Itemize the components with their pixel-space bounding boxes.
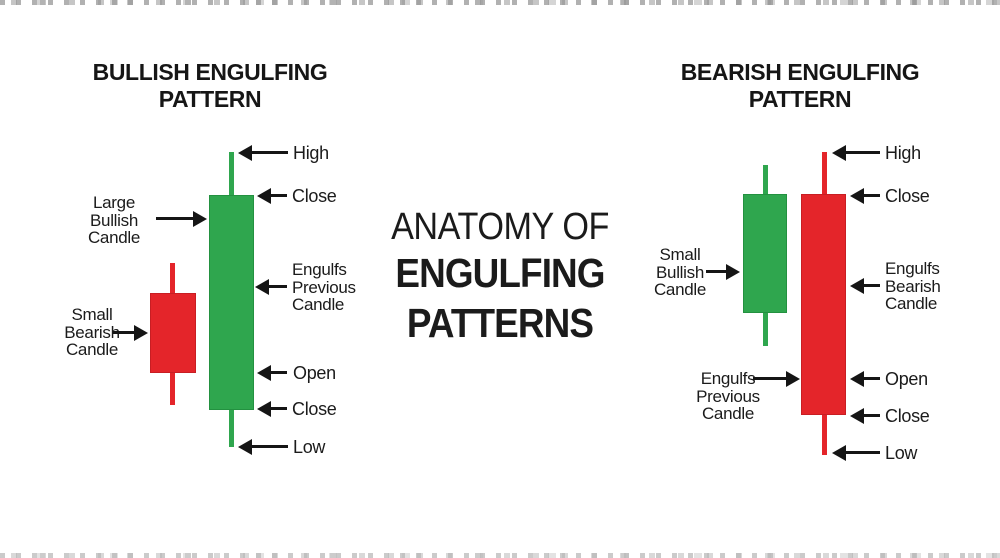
label-open: Open	[293, 363, 336, 383]
label-close-top: Close	[292, 186, 337, 206]
label-line: Candle	[87, 228, 141, 247]
large-bullish-candle-body	[209, 195, 254, 410]
label-engulfs-previous-candle: Engulfs Previous Candle	[292, 261, 372, 314]
title-line: PATTERN	[158, 86, 262, 112]
bearish-panel-title: BEARISH ENGULFING PATTERN	[660, 59, 940, 113]
center-headline: ANATOMY OF ENGULFING PATTERNS	[361, 206, 640, 348]
arrow-to-engulfed-candle	[753, 377, 786, 380]
label-line: Candle	[885, 294, 938, 313]
arrow-close-bottom	[864, 414, 880, 417]
arrow-high	[252, 151, 288, 154]
bullish-panel-title: BULLISH ENGULFING PATTERN	[70, 59, 350, 113]
label-high: High	[293, 143, 329, 163]
arrow-close-top	[271, 194, 287, 197]
large-bearish-candle-upper-wick	[822, 152, 827, 195]
title-line: BULLISH ENGULFING	[92, 59, 328, 85]
label-low: Low	[293, 437, 326, 457]
label-line: Engulfs	[292, 260, 347, 279]
large-bullish-candle-lower-wick	[229, 410, 234, 447]
small-bearish-candle-upper-wick	[170, 263, 175, 294]
label-line: Candle	[653, 280, 707, 299]
label-line: Bearish	[64, 322, 120, 342]
label-engulfs-previous-candle: Engulfs Previous Candle	[688, 370, 768, 423]
title-line: PATTERN	[748, 86, 852, 112]
label-line: Engulfs	[700, 369, 756, 388]
label-line: Candle	[701, 404, 755, 423]
arrow-low	[846, 451, 880, 454]
arrow-close-top	[864, 194, 880, 197]
label-line: Large	[93, 193, 135, 212]
label-low: Low	[885, 443, 918, 463]
small-bullish-candle-upper-wick	[763, 165, 768, 195]
headline-line-2: ENGULFING	[395, 250, 605, 296]
label-line: Engulfs	[885, 259, 940, 278]
arrow-high	[846, 151, 880, 154]
small-bearish-candle-lower-wick	[170, 373, 175, 405]
label-close-bottom: Close	[885, 406, 930, 426]
label-line: Bearish	[885, 276, 941, 296]
edge-artifact-bottom	[0, 553, 1000, 558]
label-line: Candle	[292, 295, 345, 314]
arrow-open	[271, 371, 287, 374]
label-high: High	[885, 143, 921, 163]
arrow-to-small-bullish-candle	[706, 270, 726, 273]
label-line: Small	[659, 245, 701, 264]
large-bearish-candle-lower-wick	[822, 415, 827, 455]
arrow-low	[252, 445, 288, 448]
label-small-bearish-candle: Small Bearish Candle	[55, 306, 129, 359]
label-line: Bullish	[90, 210, 138, 230]
label-line: Bullish	[656, 262, 704, 282]
small-bearish-candle-body	[150, 293, 196, 373]
label-line: Previous	[696, 386, 760, 406]
small-bullish-candle-lower-wick	[763, 313, 768, 346]
arrow-engulfs-previous	[269, 285, 287, 288]
large-bearish-candle-body	[801, 194, 846, 415]
label-large-bullish-candle: Large Bullish Candle	[75, 194, 153, 247]
headline-line-1: ANATOMY OF	[391, 206, 609, 248]
arrow-to-small-bearish-candle	[113, 331, 134, 334]
headline-line-3: PATTERNS	[406, 300, 594, 346]
label-line: Previous	[292, 277, 356, 297]
label-engulfs-bearish-candle: Engulfs Bearish Candle	[885, 260, 965, 313]
small-bullish-candle-body	[743, 194, 787, 313]
label-small-bullish-candle: Small Bullish Candle	[645, 246, 715, 299]
arrow-open	[864, 377, 880, 380]
label-close-top: Close	[885, 186, 930, 206]
edge-artifact-top	[0, 0, 1000, 5]
label-open: Open	[885, 369, 928, 389]
large-bullish-candle-upper-wick	[229, 152, 234, 196]
label-close-bottom: Close	[292, 399, 337, 419]
arrow-close-bottom	[271, 407, 287, 410]
arrow-engulfs-bearish	[864, 284, 880, 287]
label-line: Small	[71, 305, 113, 324]
title-line: BEARISH ENGULFING	[680, 59, 920, 85]
arrow-to-large-bullish-candle	[156, 217, 193, 220]
label-line: Candle	[65, 340, 119, 359]
